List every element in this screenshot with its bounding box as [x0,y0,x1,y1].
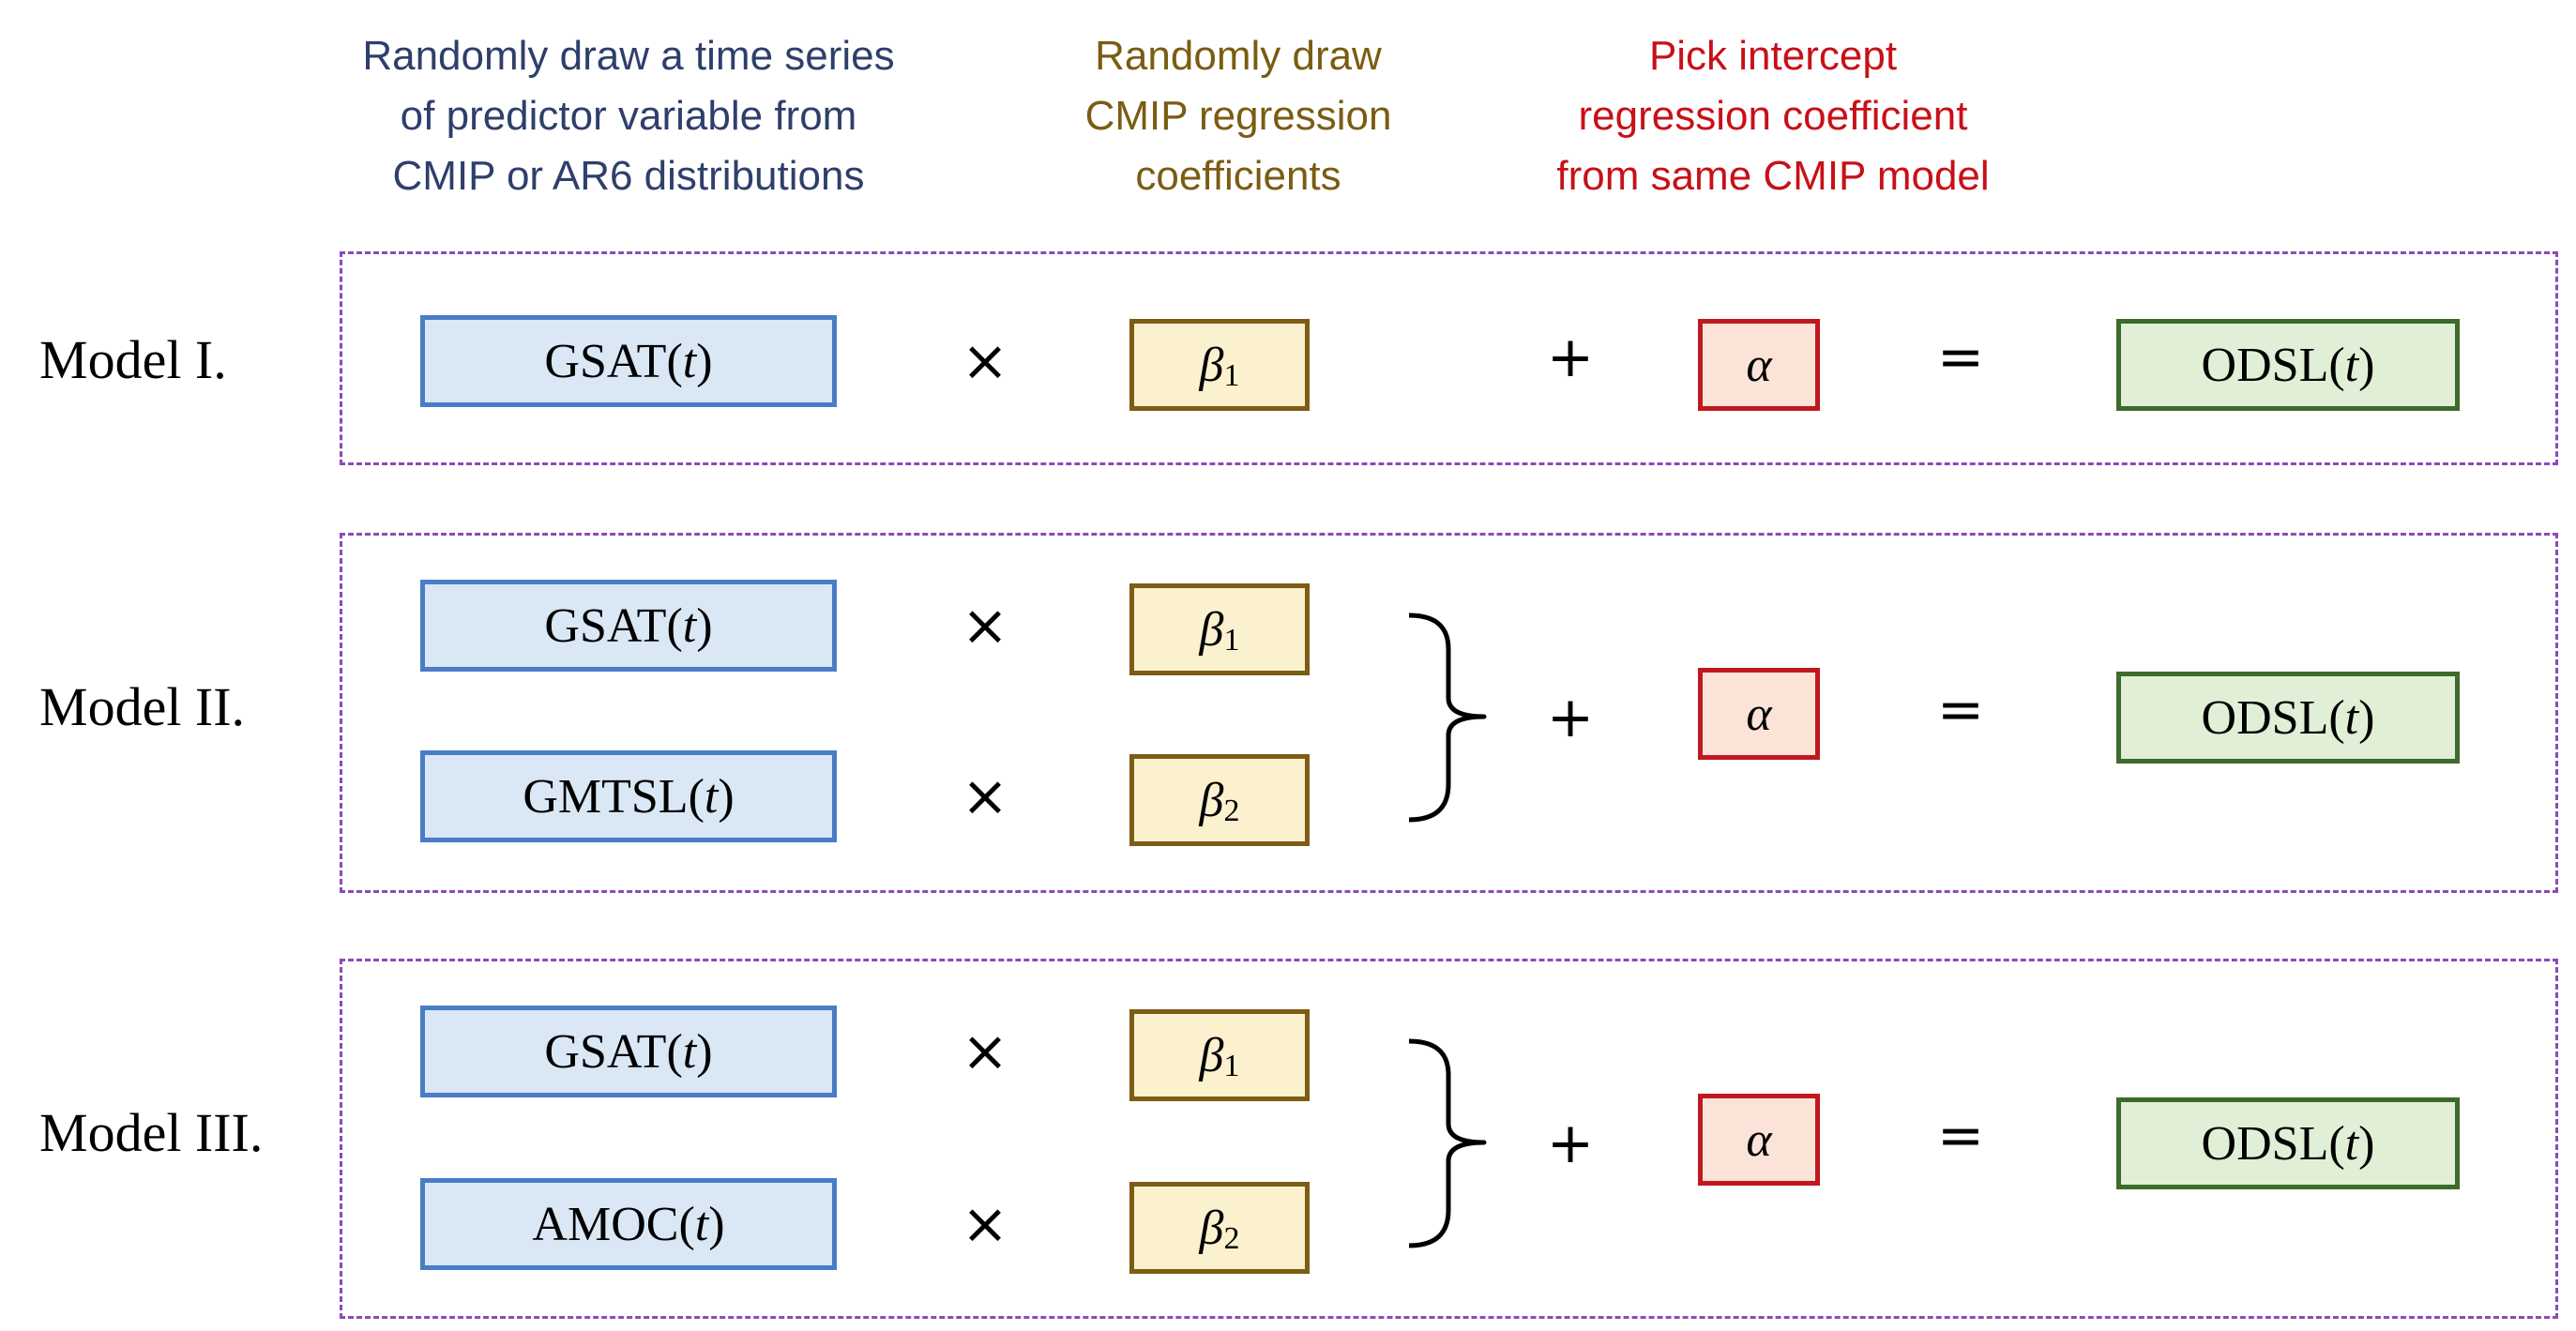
predictor-header: Randomly draw a time series of predictor… [281,26,976,206]
intercept-header-line: Pick intercept [1648,33,1898,79]
beta-symbol: β [1199,602,1224,657]
brace-path [1408,613,1487,823]
coefficient-header-line: CMIP regression [1084,93,1392,139]
beta-symbol: β [1199,773,1224,827]
model-3-alpha-box: α [1698,1094,1820,1186]
equals-operator: = [1936,677,1985,743]
model-1-alpha-box: α [1698,319,1820,411]
beta-symbol: β [1199,1028,1224,1082]
beta-subscript: 2 [1223,794,1240,828]
model-1-gsat-box: GSAT(t) [420,315,837,407]
output-name: ODSL [2201,690,2329,745]
predictor-header-line: CMIP or AR6 distributions [392,153,865,199]
coefficient-header: Randomly draw CMIP regression coefficien… [985,26,1492,206]
predictor-name: GSAT [544,598,667,653]
predictor-name: GMTSL [523,769,689,824]
times-operator: × [961,1019,1009,1084]
time-variable: t [682,598,697,653]
alpha-symbol: α [1746,687,1772,741]
model-3-brace [1408,1038,1487,1248]
predictor-name: GSAT [544,1024,667,1079]
times-operator: × [961,593,1009,658]
model-2-label: Model II. [39,676,246,737]
predictor-header-line: of predictor variable from [400,93,857,139]
predictor-name: GSAT [544,334,667,388]
output-name: ODSL [2201,1116,2329,1171]
plus-operator: + [1546,1111,1595,1176]
plus-operator: + [1546,325,1595,390]
beta-subscript: 1 [1223,1049,1240,1083]
time-variable: t [2344,338,2359,392]
alpha-symbol: α [1746,1112,1772,1167]
times-operator: × [961,764,1009,829]
model-1-panel [340,251,2558,465]
times-operator: × [961,328,1009,394]
predictor-name: AMOC [532,1197,679,1251]
model-2-gsat-box: GSAT(t) [420,580,837,672]
time-variable: t [704,769,719,824]
time-variable: t [2344,1116,2359,1171]
time-variable: t [694,1197,709,1251]
intercept-header-line: from same CMIP model [1556,153,1990,199]
beta-subscript: 1 [1223,623,1240,658]
model-1-label: Model I. [39,329,227,390]
predictor-header-line: Randomly draw a time series [362,33,895,79]
model-2-brace [1408,613,1487,823]
model-2-odsl-box: ODSL(t) [2116,672,2460,764]
plus-operator: + [1546,685,1595,750]
brace-path [1408,1038,1487,1248]
coefficient-header-line: coefficients [1135,153,1341,199]
model-3-label: Model III. [39,1102,264,1163]
beta-symbol: β [1199,338,1224,392]
time-variable: t [2344,690,2359,745]
model-1-odsl-box: ODSL(t) [2116,319,2460,411]
model-3-odsl-box: ODSL(t) [2116,1097,2460,1189]
beta-symbol: β [1199,1201,1224,1255]
time-variable: t [682,1024,697,1079]
coefficient-header-line: Randomly draw [1095,33,1382,79]
model-3-amoc-box: AMOC(t) [420,1178,837,1270]
model-2-alpha-box: α [1698,668,1820,760]
equals-operator: = [1936,1103,1985,1169]
alpha-symbol: α [1746,338,1772,392]
beta-subscript: 2 [1223,1221,1240,1256]
model-3-panel [340,959,2558,1319]
intercept-header: Pick intercept regression coefficient fr… [1482,26,2064,206]
output-name: ODSL [2201,338,2329,392]
times-operator: × [961,1191,1009,1257]
intercept-header-line: regression coefficient [1578,93,1968,139]
time-variable: t [682,334,697,388]
beta-subscript: 1 [1223,358,1240,393]
model-2-panel [340,533,2558,893]
model-3-gsat-box: GSAT(t) [420,1006,837,1097]
equals-operator: = [1936,325,1985,390]
model-2-gmtsl-box: GMTSL(t) [420,750,837,842]
